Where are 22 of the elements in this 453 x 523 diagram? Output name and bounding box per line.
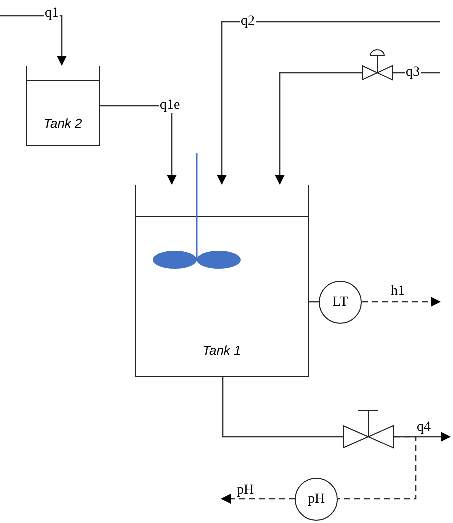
- pipe-line: [222, 377, 343, 438]
- instrument-circle: [319, 281, 362, 324]
- signal-line: [362, 297, 441, 307]
- pipe-line: [100, 105, 177, 185]
- signal-line: [338, 436, 417, 500]
- edge-label: q3: [405, 65, 421, 80]
- edge-label: q4: [416, 420, 432, 435]
- tank-label: Tank 2: [42, 116, 84, 131]
- edge-label: q1e: [159, 98, 182, 113]
- edge-label: q1: [44, 6, 60, 21]
- pipe-line: [0, 15, 67, 66]
- edge-label: pH: [236, 483, 256, 498]
- instrument-circle: [295, 478, 338, 521]
- tank-label: Tank 1: [202, 343, 242, 358]
- pipe-line: [275, 72, 362, 185]
- signal-line: [221, 494, 295, 504]
- instrument-tag: LT: [332, 294, 348, 310]
- instrument-tag: pH: [308, 492, 326, 508]
- pipe-line: [309, 301, 319, 303]
- pipe-line: [217, 21, 440, 185]
- edge-label: q2: [240, 14, 256, 29]
- open-tank: [26, 66, 100, 146]
